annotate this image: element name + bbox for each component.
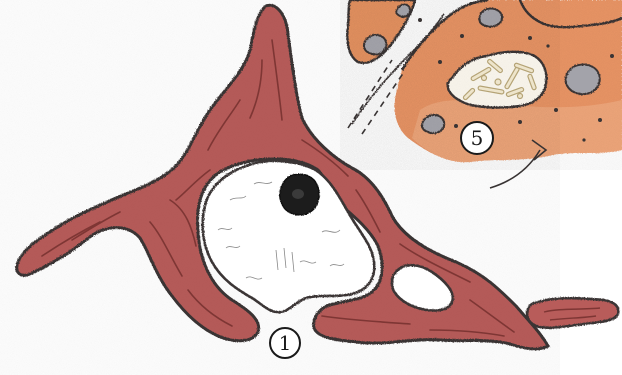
main-cave [0,0,560,375]
marker-1-label: 1 [279,331,292,355]
marker-5[interactable]: 5 [461,122,493,154]
boulder [566,65,600,95]
wall-fragment-right [527,298,618,328]
marker-5-label: 5 [471,126,484,150]
marker-1[interactable]: 1 [270,328,300,358]
